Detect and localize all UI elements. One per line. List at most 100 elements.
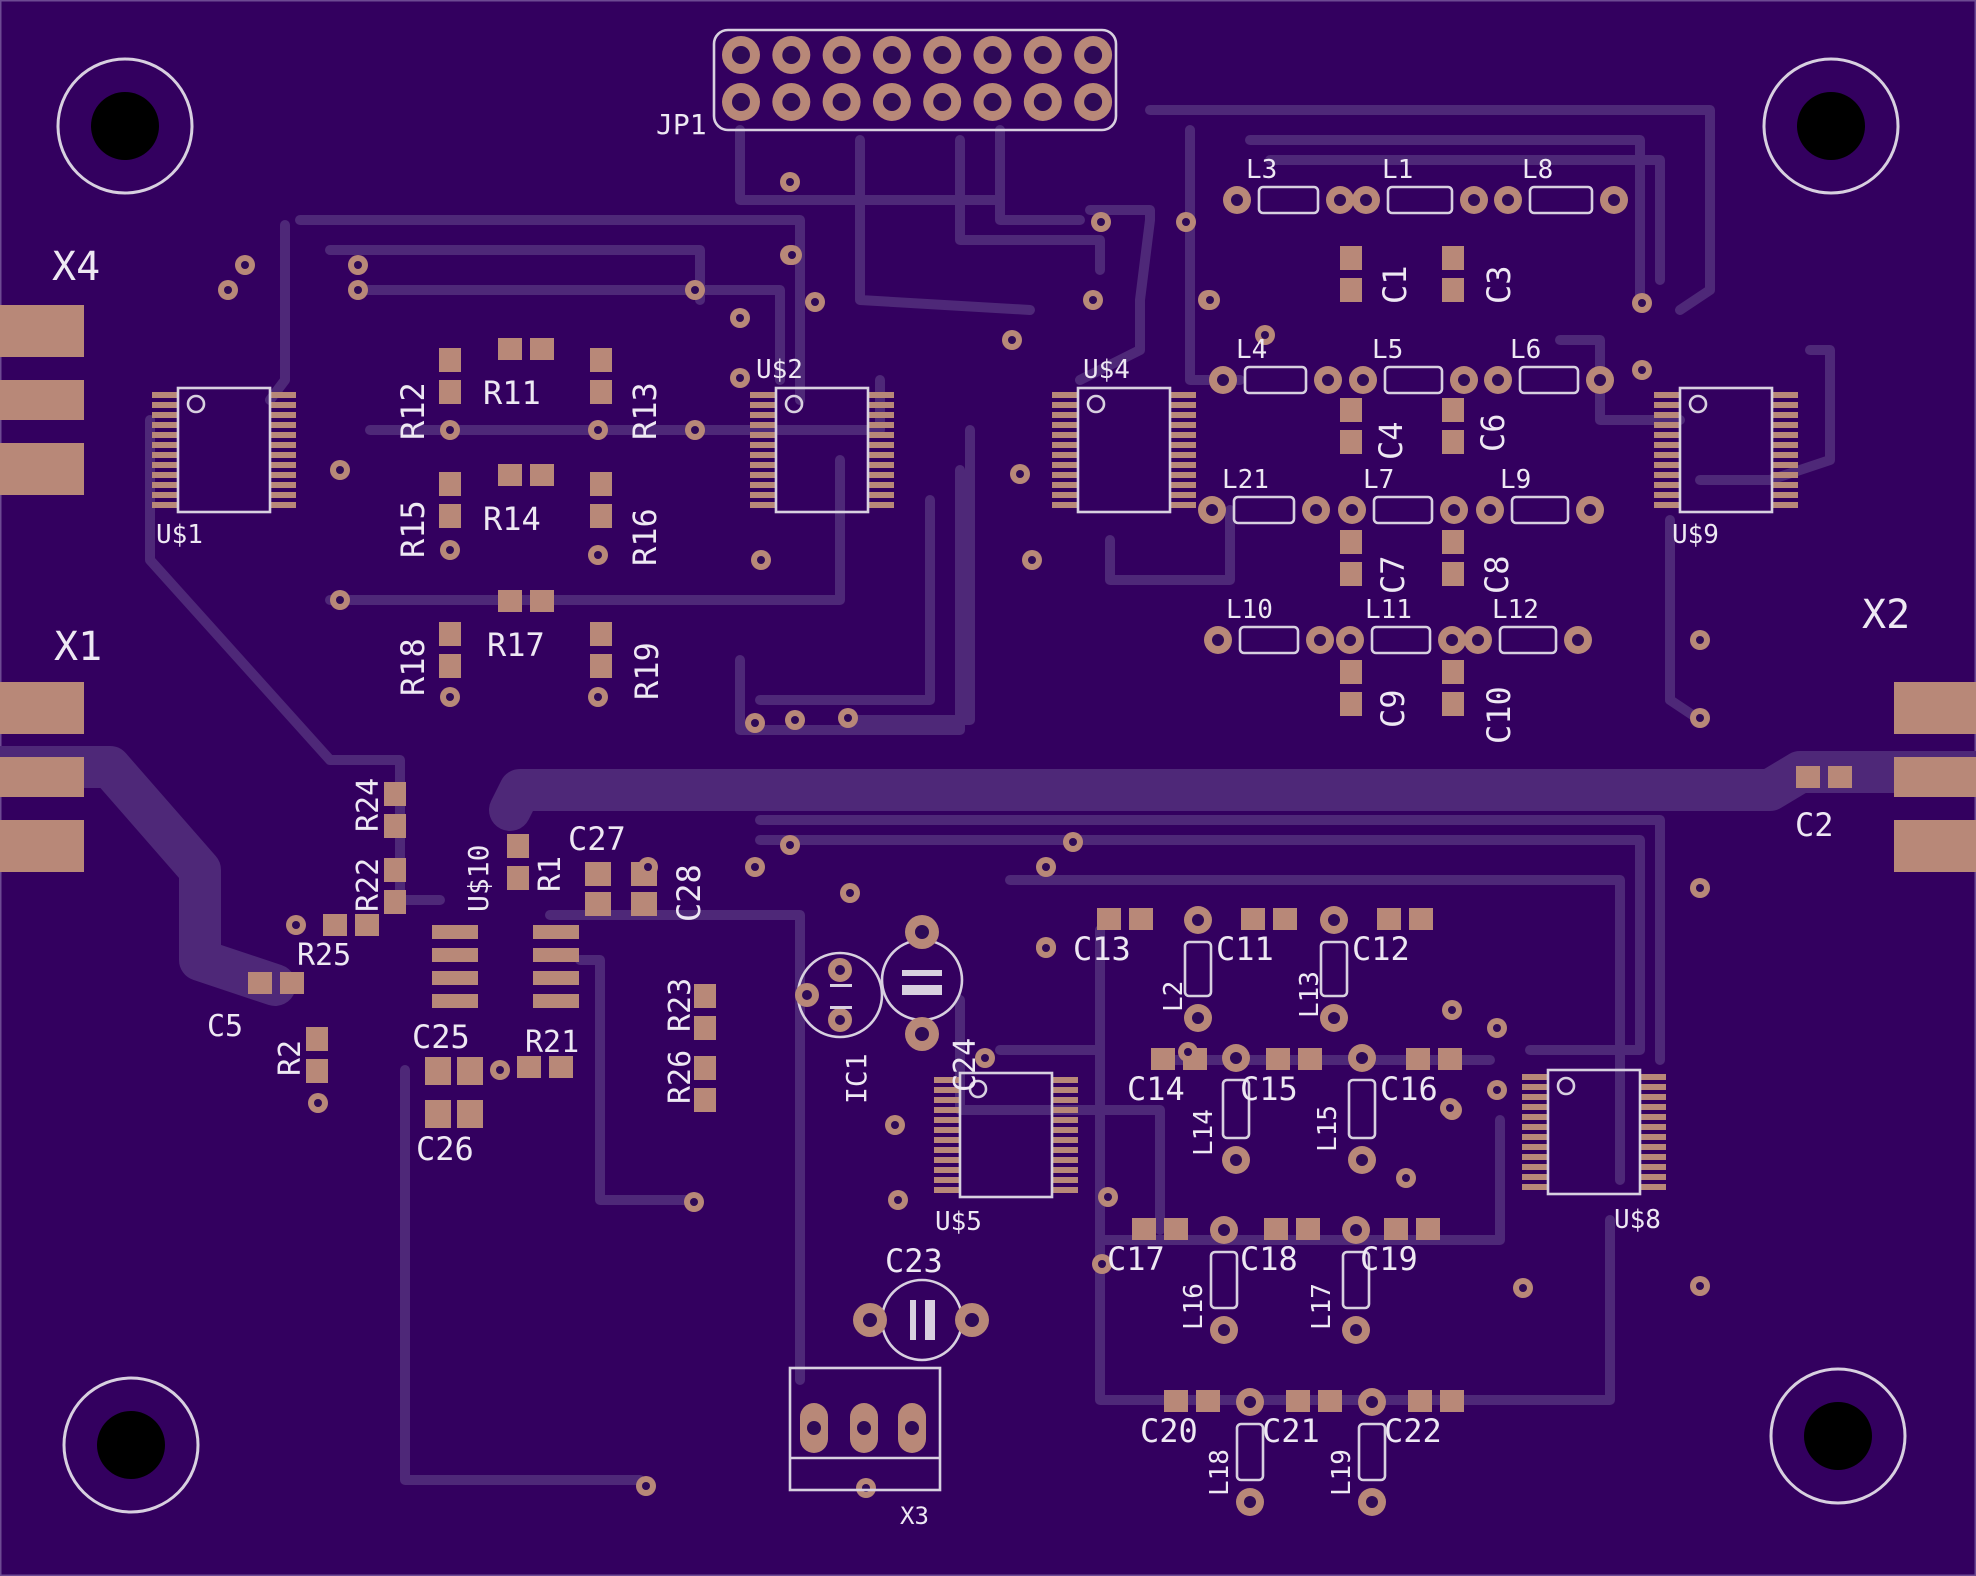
c8-pad xyxy=(1442,562,1464,586)
l6-drill xyxy=(1594,374,1606,386)
r1-pad xyxy=(507,834,529,858)
via-drill xyxy=(1008,336,1016,344)
l12-drill xyxy=(1472,634,1484,646)
c16-pad xyxy=(1438,1048,1462,1070)
l5-body xyxy=(1383,365,1444,395)
label-c8: C8 xyxy=(1478,555,1516,594)
u10-pin xyxy=(432,971,478,985)
label-l19: L19 xyxy=(1327,1449,1357,1496)
l12-drill xyxy=(1572,634,1584,646)
l18-drill xyxy=(1244,1496,1256,1508)
r16-pad xyxy=(590,504,612,528)
via-drill xyxy=(1638,299,1646,307)
u5-chip-pin xyxy=(934,1157,960,1163)
u1-chip-pin xyxy=(152,472,178,478)
label-r2: R2 xyxy=(273,1040,308,1076)
l18-drill xyxy=(1244,1396,1256,1408)
u9-chip-pin xyxy=(1654,482,1680,488)
label-x3: X3 xyxy=(900,1502,929,1530)
r24-pad xyxy=(384,782,406,806)
via-drill xyxy=(788,251,796,259)
u1-chip-pin xyxy=(152,482,178,488)
c21-pad xyxy=(1286,1390,1310,1412)
l1 xyxy=(1352,185,1488,215)
via-drill xyxy=(446,426,454,434)
u8-chip-pin xyxy=(1522,1134,1548,1140)
u8-chip-pin xyxy=(1522,1144,1548,1150)
via-drill xyxy=(844,714,852,722)
u2-chip-pin xyxy=(750,392,776,398)
label-l21: L21 xyxy=(1222,465,1269,495)
l14-drill xyxy=(1230,1052,1242,1064)
u2-chip-pin xyxy=(868,402,894,408)
u5-chip-pin xyxy=(1052,1147,1078,1153)
mounting-hole-tr-ring xyxy=(1762,57,1900,195)
r13-pad xyxy=(590,380,612,404)
u8-chip-pin xyxy=(1522,1124,1548,1130)
label-c26: C26 xyxy=(416,1130,474,1168)
u4-chip-pin xyxy=(1052,482,1078,488)
u5-chip-pin xyxy=(1052,1077,1078,1083)
label-u9: U$9 xyxy=(1672,520,1719,550)
via-drill xyxy=(1696,1282,1704,1290)
u5-chip xyxy=(934,1071,1078,1199)
u1-chip-pin xyxy=(152,492,178,498)
c28-pad xyxy=(631,892,657,916)
c27-pad xyxy=(585,892,611,916)
l11-body xyxy=(1370,625,1432,655)
u9-chip-pin xyxy=(1772,392,1798,398)
u1-chip-pin xyxy=(152,502,178,508)
u9-chip-pin xyxy=(1772,502,1798,508)
u4-chip-pin xyxy=(1170,402,1196,408)
inductor-footprints xyxy=(1183,185,1628,1516)
jp1-pin-drill xyxy=(1084,46,1103,64)
l4-drill xyxy=(1322,374,1334,386)
c20-pad xyxy=(1164,1390,1188,1412)
u5-chip-pin xyxy=(934,1187,960,1193)
label-l5: L5 xyxy=(1372,335,1403,365)
l18 xyxy=(1235,1388,1265,1516)
c3-pad xyxy=(1442,246,1464,270)
l3-body xyxy=(1257,185,1320,215)
via-drill xyxy=(594,551,602,559)
u2-chip-pin xyxy=(868,472,894,478)
x4-pad-2 xyxy=(0,380,84,420)
u2-chip-pin xyxy=(750,502,776,508)
r18-pad xyxy=(439,622,461,646)
u8-chip-pin xyxy=(1522,1184,1548,1190)
label-l2: L2 xyxy=(1159,981,1189,1012)
jp1-pin-drill xyxy=(933,93,952,111)
u9-chip-pin xyxy=(1654,392,1680,398)
label-l16: L16 xyxy=(1179,1283,1209,1330)
label-c1: C1 xyxy=(1376,265,1414,304)
c13-pad xyxy=(1097,908,1121,930)
l21-drill xyxy=(1206,504,1218,516)
c6-pad xyxy=(1442,398,1464,422)
c10-pad xyxy=(1442,692,1464,716)
via-drill xyxy=(846,889,854,897)
l1-drill xyxy=(1468,194,1480,206)
u5-chip-pin xyxy=(934,1127,960,1133)
r14-pad xyxy=(498,464,522,486)
label-c5: C5 xyxy=(207,1009,243,1044)
via-drill xyxy=(1696,884,1704,892)
u4-chip-pin xyxy=(1052,472,1078,478)
u4-chip-pin xyxy=(1170,422,1196,428)
r11-pad xyxy=(530,338,554,360)
l21-body xyxy=(1232,495,1296,525)
r17-pad xyxy=(530,590,554,612)
label-r25: R25 xyxy=(297,938,351,973)
r26-pad xyxy=(694,1056,716,1080)
label-c9: C9 xyxy=(1374,689,1412,728)
c21-pad xyxy=(1318,1390,1342,1412)
via-drill xyxy=(736,314,744,322)
u5-chip-outline xyxy=(958,1071,1054,1199)
u10-pin xyxy=(533,971,579,985)
label-c3: C3 xyxy=(1480,265,1518,304)
c17-pad xyxy=(1164,1218,1188,1240)
u1-chip-pin xyxy=(152,462,178,468)
u9-chip-pin xyxy=(1772,472,1798,478)
label-l3: L3 xyxy=(1246,155,1277,185)
label-jp1: JP1 xyxy=(656,108,707,141)
via-drill xyxy=(1519,1284,1527,1292)
